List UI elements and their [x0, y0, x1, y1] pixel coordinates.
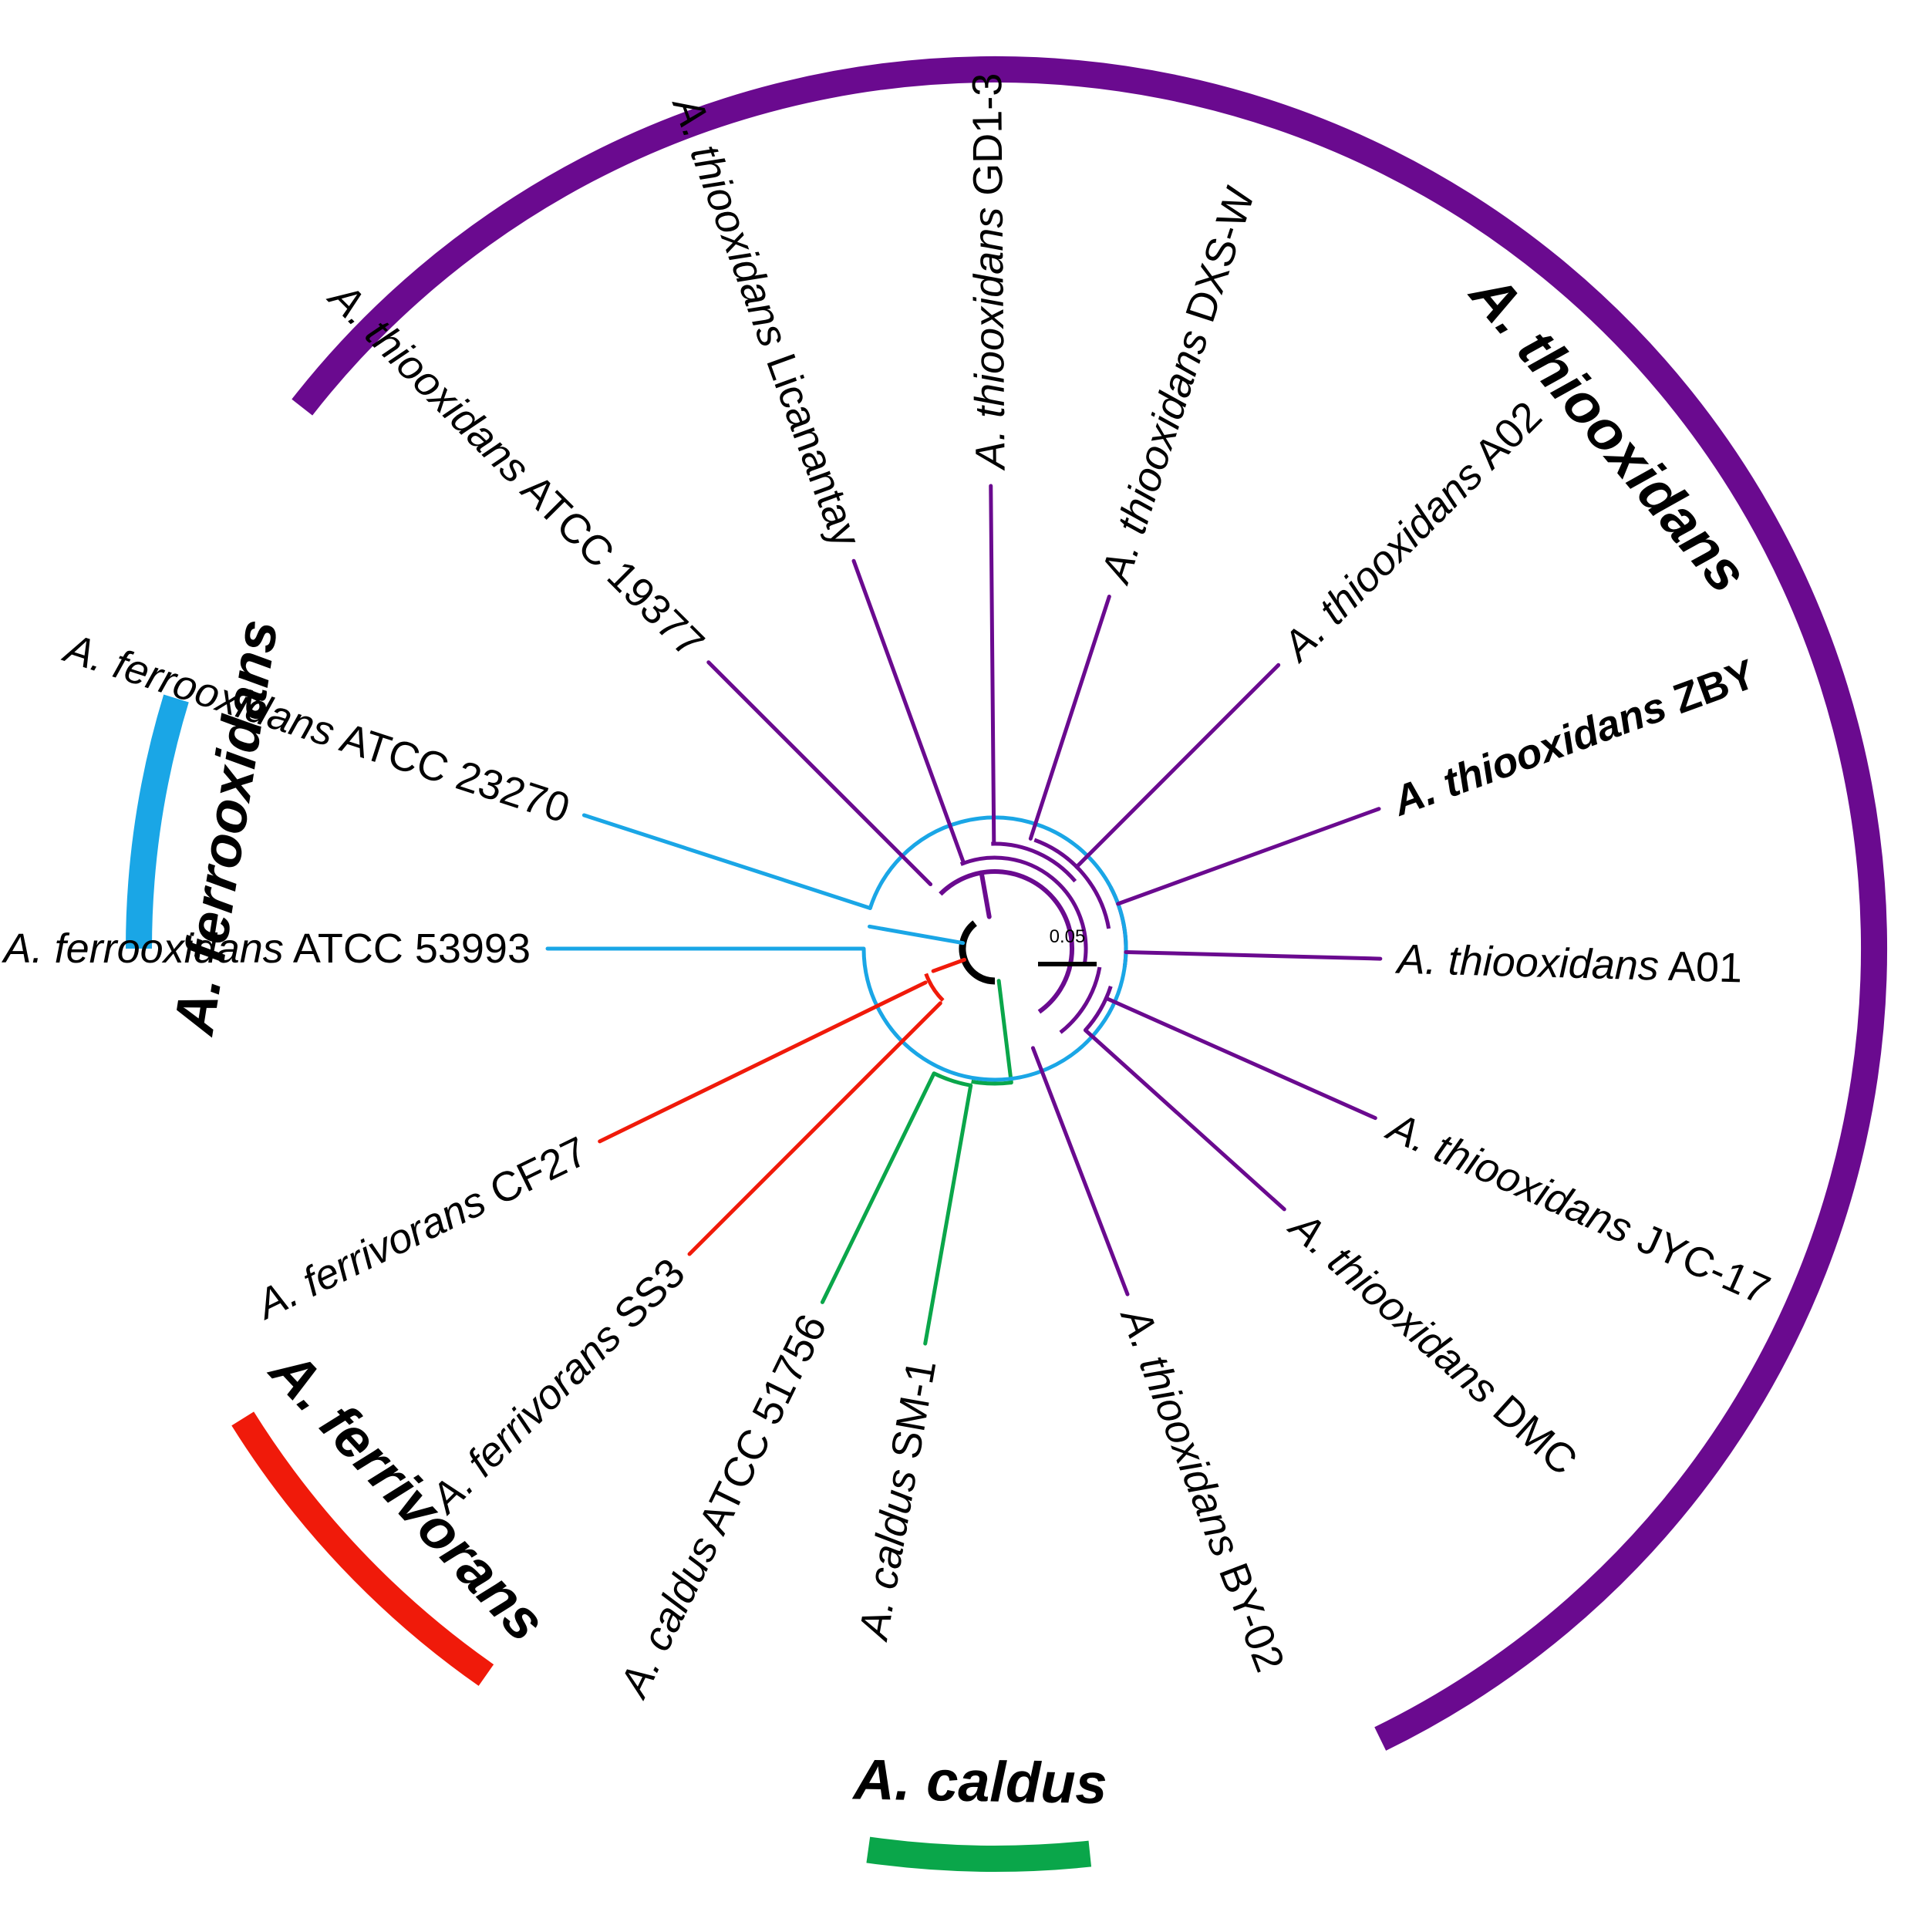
leaf-label: A. caldus ATCC 51756 [610, 1307, 836, 1705]
leaf-strain: Licanantay [753, 337, 870, 553]
leaf-branch [1074, 663, 1281, 869]
branch-group [545, 484, 1383, 1346]
leaf-strain: DMC [1476, 1378, 1586, 1484]
leaf-species: thiooxidans [1448, 937, 1660, 989]
caldus-stem [996, 979, 1013, 1085]
leaf-branch [851, 558, 966, 865]
leaf-label: A. thiooxidans A01 [1394, 936, 1743, 992]
scale-bar: 0.05 [1038, 926, 1097, 966]
leaf-strain: BY-02 [1205, 1546, 1293, 1678]
ferrooxidans-stem [868, 924, 966, 946]
scale-bar-label: 0.05 [1050, 926, 1086, 947]
leaf-species: thiooxidans [1437, 683, 1672, 807]
ferrivorans-stem [931, 957, 967, 973]
leaf-branch [581, 813, 872, 910]
leaf-label: A. ferrooxidans ATCC 53993 [2, 926, 531, 972]
thiooxidans-arc-6 [1059, 966, 1102, 1034]
leaf-species: thiooxidans [681, 139, 797, 352]
leaf-strain: SM-1 [880, 1357, 945, 1474]
leaf-species: caldus [633, 1529, 727, 1658]
leaf-species: ferrivorans [458, 1313, 630, 1485]
leaf-branch [923, 1083, 973, 1346]
leaf-branch [989, 484, 996, 846]
leaf-label: A. thiooxidans JYC-17 [1379, 1103, 1776, 1313]
leaf-branch [820, 1071, 936, 1304]
leaf-branch [1124, 949, 1383, 961]
leaf-strain: ATCC 53993 [284, 926, 531, 972]
clade-arc-ferrivorans [231, 1411, 494, 1686]
leaf-genus: A. [1394, 936, 1449, 984]
leaf-label: A. thiooxidans ATCC 19377 [319, 273, 713, 667]
thiooxidans-arc-3 [991, 841, 1077, 883]
thiooxidans-stem [979, 870, 992, 919]
leaf-species: ferrooxidans [55, 926, 284, 972]
leaf-strain: ATCC 19377 [506, 460, 713, 667]
leaf-strain: ZBY [1657, 651, 1761, 727]
leaf-strain: A01 [1658, 943, 1743, 992]
ferrooxidans-arc [861, 815, 1128, 1082]
leaf-strain: ATCC 23270 [326, 712, 575, 832]
leaf-label: A. thiooxidans A02 [1272, 393, 1551, 671]
leaf-branch [1030, 1046, 1130, 1296]
leaf-label: A. thiooxidans Licanantay [663, 89, 870, 553]
leaf-species: thiooxidans [1310, 452, 1492, 634]
leaf-label: A. thiooxidans ZBY [1386, 651, 1762, 825]
thiooxidans-backbone-arc [939, 869, 1074, 1014]
clade-label-caldus: A. caldus [851, 1747, 1107, 1816]
leaf-species: caldus [859, 1465, 925, 1592]
leaf-genus: A. [967, 418, 1014, 472]
leaf-species: thiooxidans [966, 207, 1013, 419]
thiooxidans-arc-4 [1033, 838, 1111, 929]
leaf-species: thiooxidans [1428, 1124, 1640, 1253]
leaf-label: A. thiooxidans DXS-W [1092, 181, 1264, 589]
leaf-strain: CF27 [473, 1128, 595, 1219]
leaf-label: A. caldus SM-1 [850, 1357, 945, 1645]
leaf-species: thiooxidans [356, 310, 538, 492]
leaf-branch [687, 1001, 942, 1256]
leaf-strain: GD1-3 [964, 72, 1012, 207]
leaf-label: A. ferrivorans SS3 [420, 1249, 693, 1522]
leaf-species: thiooxidans [1320, 1237, 1507, 1412]
leaf-strain: DXS-W [1173, 181, 1263, 339]
leaf-branch [1116, 807, 1381, 906]
ferrivorans-arc [924, 973, 945, 1002]
leaf-species: thiooxidans [1108, 325, 1217, 539]
leaf-label: A. thiooxidans BY-02 [1111, 1300, 1293, 1678]
leaf-label: A. ferrooxidans ATCC 23270 [57, 625, 575, 832]
clade-arc-group [126, 56, 1888, 1872]
clade-arc-thiooxidans [292, 56, 1888, 1751]
leaf-strain: ATCC 51756 [686, 1307, 835, 1549]
leaf-genus: A. [850, 1584, 905, 1644]
leaf-branch [1083, 1028, 1286, 1212]
leaf-branch [1028, 594, 1111, 841]
leaf-label: A. thiooxidans GD1-3 [964, 72, 1014, 471]
root-arc [959, 920, 996, 985]
leaf-strain: JYC-17 [1620, 1210, 1777, 1313]
leaf-species: thiooxidans [1131, 1350, 1249, 1563]
leaf-branch [706, 660, 933, 887]
caldus-arc-link [971, 1079, 1012, 1086]
clade-arc-ferrooxidans [126, 694, 189, 949]
thiooxidans-arc-2 [959, 855, 1088, 965]
clade-arc-caldus [866, 1836, 1092, 1872]
leaf-label: A. ferrivorans CF27 [248, 1128, 595, 1329]
leaf-label: A. thiooxidans DMC [1279, 1202, 1586, 1484]
leaf-species: ferrivorans [295, 1178, 493, 1306]
leaf-branch [598, 980, 928, 1144]
leaf-genus: A. [2, 926, 55, 972]
leaf-branch [1104, 996, 1377, 1121]
thiooxidans-arc-7 [1084, 986, 1113, 1032]
